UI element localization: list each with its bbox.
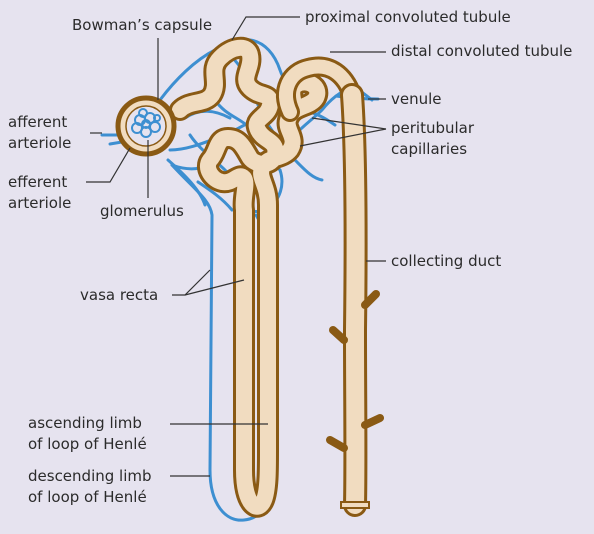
collecting-duct-end [341,502,369,508]
label-efferent-arteriole: efferent arteriole [8,172,71,214]
label-venule: venule [391,90,442,109]
label-descending-line-2: of loop of Henlé [28,487,152,508]
label-ascending-line-1: ascending limb [28,413,147,434]
label-glomerulus: glomerulus [100,202,184,221]
label-ascending-line-2: of loop of Henlé [28,434,147,455]
label-ascending-limb: ascending limb of loop of Henlé [28,413,147,455]
label-collecting-duct: collecting duct [391,252,501,271]
label-descending-limb: descending limb of loop of Henlé [28,466,152,508]
label-proximal-convoluted-tubule: proximal convoluted tubule [305,8,511,27]
label-peritubular-capillaries: peritubular capillaries [391,118,474,160]
duct-branch [330,440,344,448]
label-peritubular-line-1: peritubular [391,118,474,139]
label-distal-convoluted-tubule: distal convoluted tubule [391,42,572,61]
leader-vasa-recta [172,270,210,295]
leader-proximal-tubule [232,17,300,40]
leader-efferent [86,148,130,182]
label-vasa-recta: vasa recta [80,286,158,305]
label-bowmans-capsule: Bowman’s capsule [72,16,212,35]
duct-branch [333,330,344,340]
label-efferent-line-1: efferent [8,172,71,193]
label-afferent-line-1: afferent [8,112,71,133]
label-afferent-line-2: arteriole [8,133,71,154]
label-descending-line-1: descending limb [28,466,152,487]
collecting-duct-fill [352,95,356,505]
label-efferent-line-2: arteriole [8,193,71,214]
label-afferent-arteriole: afferent arteriole [8,112,71,154]
label-peritubular-line-2: capillaries [391,139,474,160]
